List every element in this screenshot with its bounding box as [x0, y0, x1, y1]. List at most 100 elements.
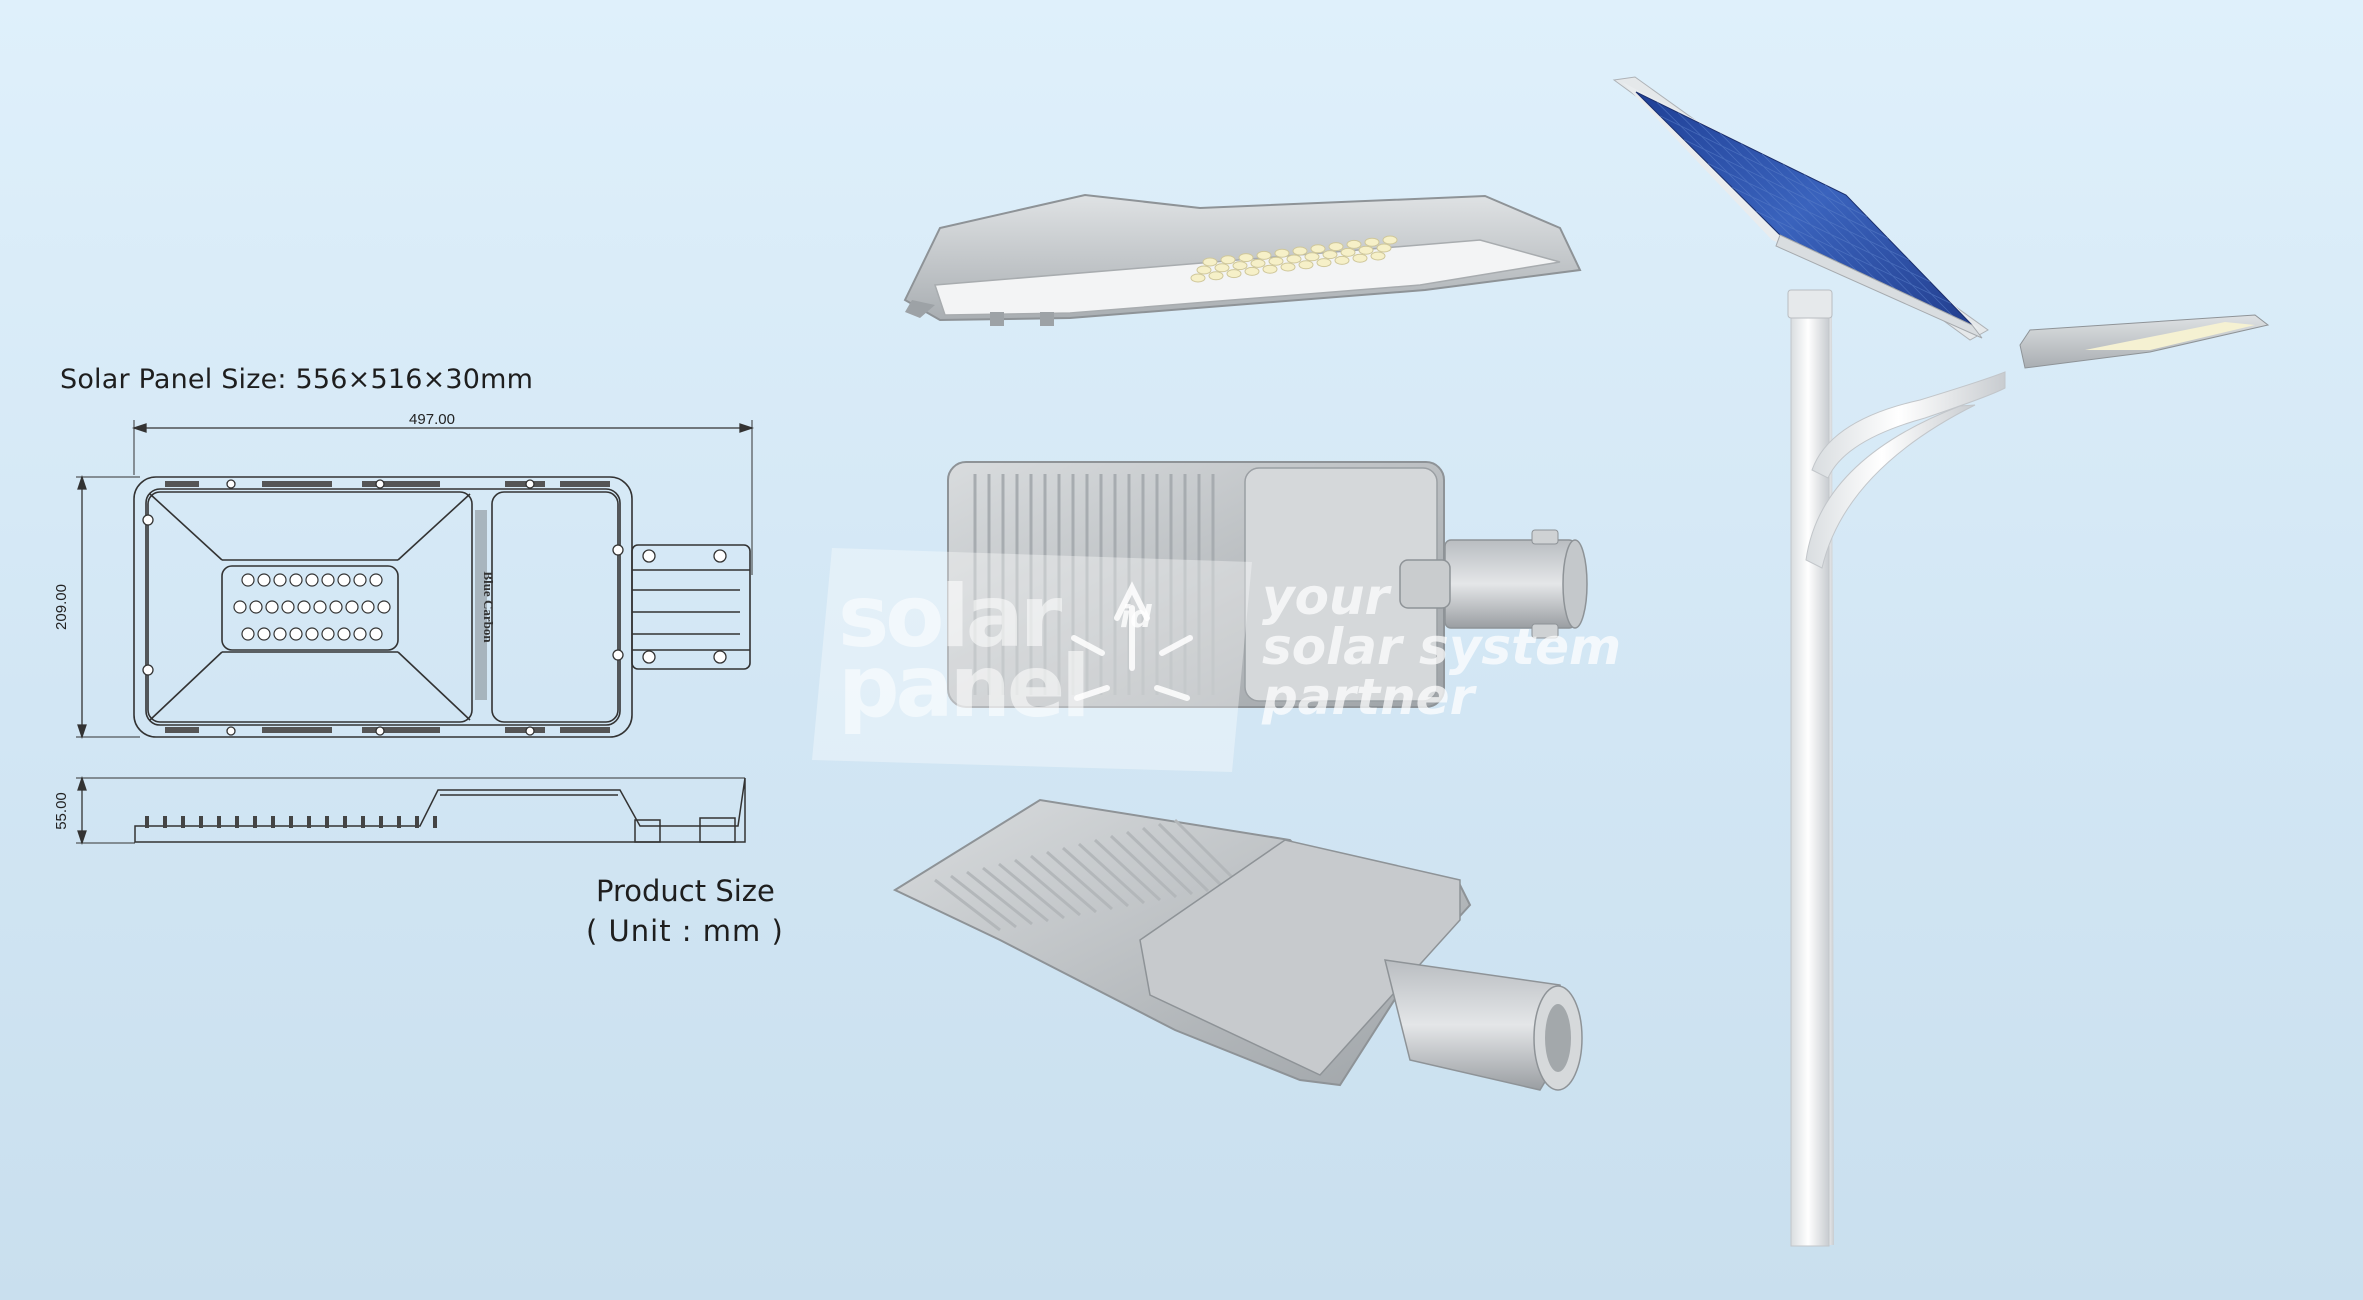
render-led [1364, 237, 1380, 247]
render-fin [1030, 854, 1097, 914]
render-led [1370, 251, 1386, 261]
render-led [1214, 263, 1230, 273]
height-dimension [76, 474, 140, 740]
render-led [1220, 255, 1236, 265]
led-dot [233, 600, 247, 614]
render-led [1352, 253, 1368, 263]
led-dot [353, 573, 367, 587]
side-fin [181, 816, 185, 828]
led-dot [329, 600, 343, 614]
render-led [1208, 271, 1224, 281]
led-dot [369, 573, 383, 587]
led-dot [241, 573, 255, 587]
render-fin [1173, 818, 1242, 887]
led-dot [361, 600, 375, 614]
solar-cell-line [1761, 153, 1896, 290]
render-led [1226, 269, 1242, 279]
render-led [1304, 252, 1320, 262]
solar-cell-line [1698, 122, 1838, 263]
solar-cell-line [1677, 112, 1819, 254]
side-fin [235, 816, 239, 828]
render-fin [1109, 834, 1178, 899]
watermark-tagline: your solar system partner [1262, 572, 1621, 722]
render-led [1298, 260, 1314, 270]
watermark-tagline-2: solar system [1262, 618, 1622, 676]
render-fin [950, 874, 1017, 929]
side-fin [325, 816, 329, 828]
render-fin [1093, 838, 1162, 902]
solar-cell-line [1782, 163, 1915, 299]
watermark-tagline-1: your [1262, 568, 1390, 626]
top-view-screws [142, 479, 727, 736]
side-fin [415, 816, 419, 828]
render-fin [966, 870, 1033, 926]
engraving-label: Blue Carbon [481, 571, 496, 643]
render-fin [1062, 846, 1129, 908]
led-dot [297, 600, 311, 614]
watermark-logo-box [812, 548, 1252, 772]
side-fin [163, 816, 167, 828]
led-dot [265, 600, 279, 614]
led-dot [257, 627, 271, 641]
street-light-render-iso [892, 798, 1583, 1091]
led-dot [273, 627, 287, 641]
side-fin [145, 816, 149, 828]
side-view-fins [145, 816, 437, 828]
render-led [1238, 253, 1254, 263]
render-fin [1014, 858, 1081, 917]
led-dot [377, 600, 391, 614]
watermark-brand: solar panel [838, 574, 1091, 737]
width-dimension [131, 420, 755, 575]
render-led [1292, 246, 1308, 256]
render-led [1268, 256, 1284, 266]
render-fin [982, 866, 1049, 923]
render-led [1244, 266, 1260, 276]
render-led [1250, 258, 1266, 268]
watermark-brand-line2: panel [838, 637, 1091, 737]
render-fin [1077, 842, 1146, 905]
render-fin [1125, 830, 1194, 896]
led-dot [353, 627, 367, 641]
render-led [1376, 243, 1392, 253]
led-dot [257, 573, 271, 587]
led-dot [289, 573, 303, 587]
watermark-tagline-3: partner [1262, 668, 1475, 726]
led-dot [305, 573, 319, 587]
watermark-brand-suffix: id [1120, 600, 1152, 635]
depth-dimension [76, 775, 745, 846]
render-led [1382, 235, 1398, 245]
render-fin [1046, 850, 1113, 911]
side-fin [253, 816, 257, 828]
top-view-outline [133, 476, 751, 738]
solar-panel-size-label: Solar Panel Size: 556×516×30mm [60, 364, 534, 395]
render-led [1256, 250, 1272, 260]
render-led [1286, 254, 1302, 264]
side-fin [343, 816, 347, 828]
render-led [1190, 273, 1206, 283]
led-dot [305, 627, 319, 641]
width-dimension-label: 497.00 [409, 411, 455, 428]
render-led [1274, 248, 1290, 258]
side-fin [217, 816, 221, 828]
side-fin [199, 816, 203, 828]
render-led [1340, 247, 1356, 257]
solar-cell-line [1740, 143, 1877, 281]
render-led [1280, 262, 1296, 272]
side-fin [433, 816, 437, 828]
height-dimension-label: 209.00 [53, 584, 70, 630]
led-dot [273, 573, 287, 587]
led-dot [321, 627, 335, 641]
render-led [1346, 239, 1362, 249]
side-fin [307, 816, 311, 828]
render-led [1334, 255, 1350, 265]
render-led [1196, 265, 1212, 275]
side-fin [289, 816, 293, 828]
led-module-outline [221, 565, 399, 651]
led-dot [337, 573, 351, 587]
led-dot [345, 600, 359, 614]
side-fin [361, 816, 365, 828]
render-fin [998, 862, 1065, 920]
led-dot [289, 627, 303, 641]
solar-cell-line [1803, 174, 1934, 308]
led-dot [337, 627, 351, 641]
